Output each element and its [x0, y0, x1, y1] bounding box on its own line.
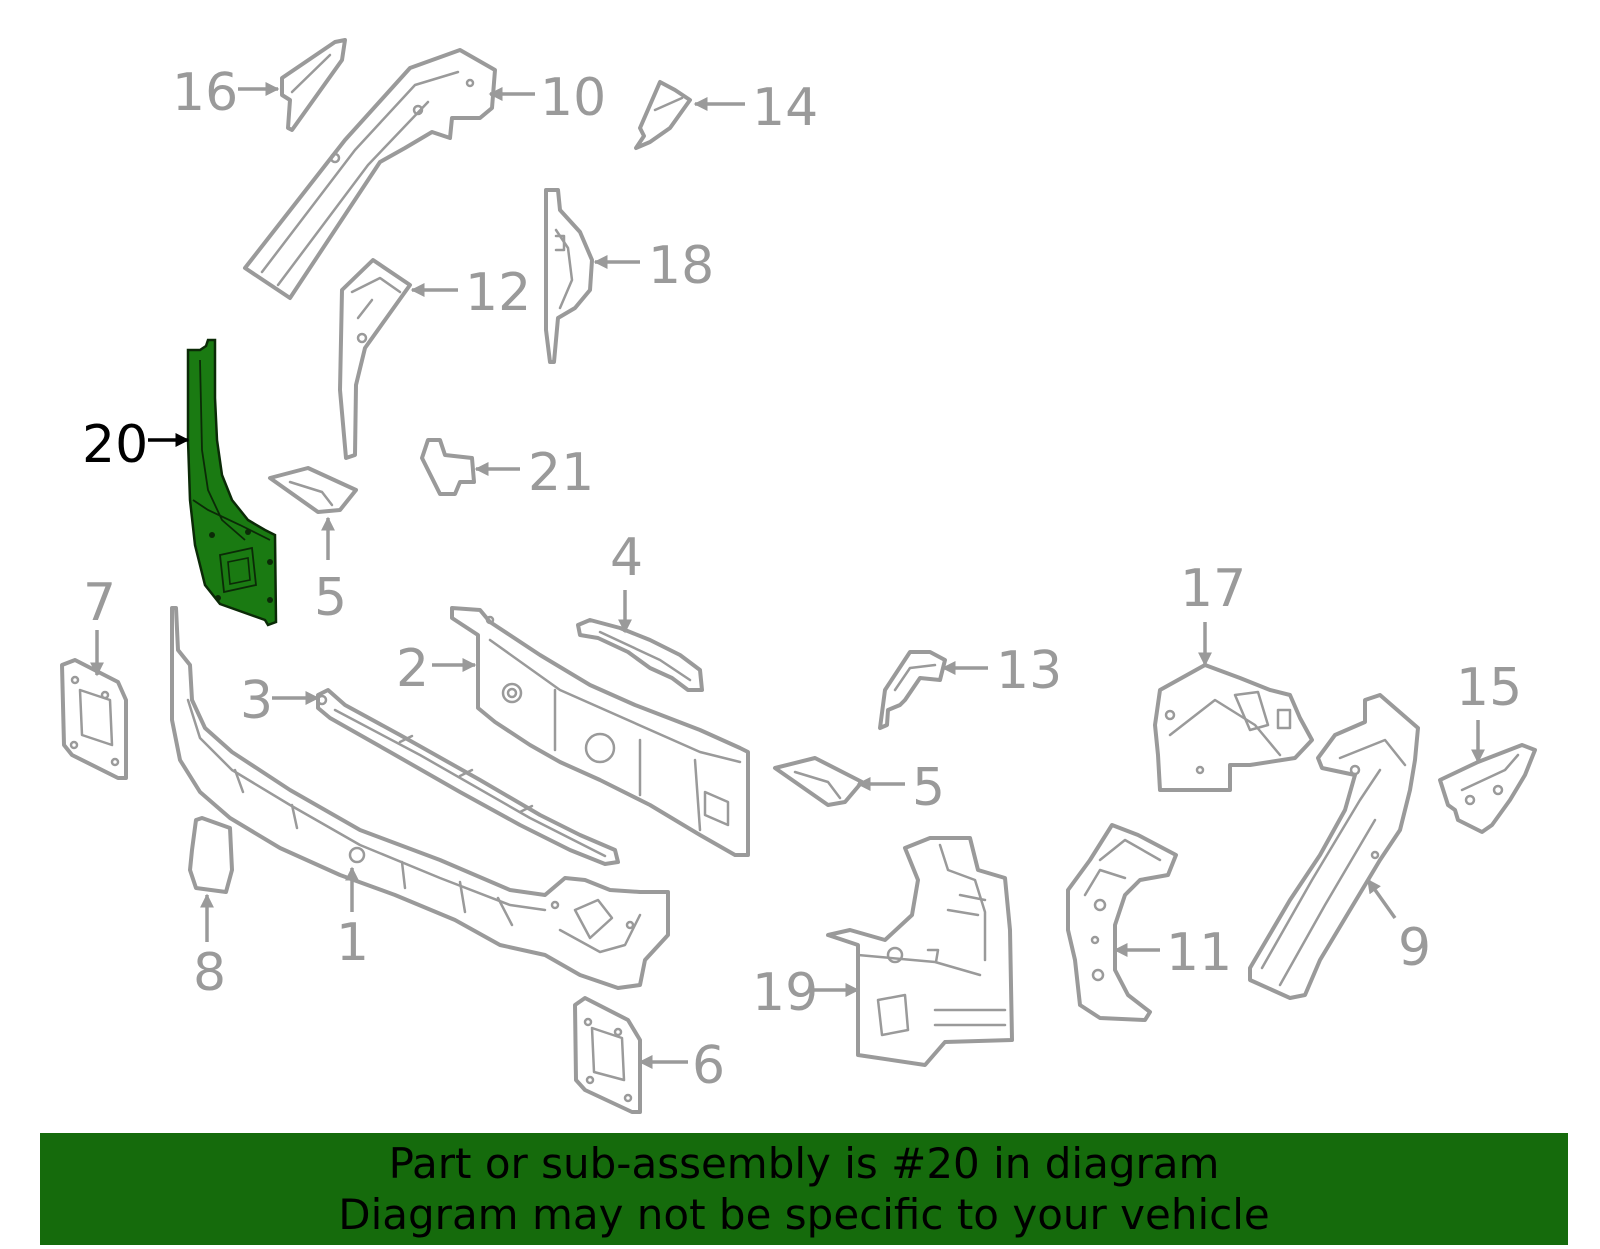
part-12: [338, 258, 412, 460]
part-1: [170, 606, 670, 990]
part-18: [544, 188, 594, 364]
part-14: [634, 80, 692, 150]
callout-9: 9: [1398, 918, 1431, 978]
part-3: [316, 688, 620, 866]
callout-5-upper: 5: [314, 568, 347, 628]
callout-1: 1: [336, 913, 369, 973]
callout-labels: 16 10 14 18 12 20 21 5 4 17 7 2 13 15 3 …: [82, 63, 1522, 1096]
part-11: [1066, 823, 1178, 1022]
callout-5-lower: 5: [912, 758, 945, 818]
part-5-lower: [773, 756, 864, 807]
part-10: [243, 48, 497, 300]
part-21: [420, 438, 476, 496]
callout-4: 4: [610, 528, 643, 588]
callout-12: 12: [465, 263, 531, 323]
callout-arrows: [90, 82, 1485, 1069]
part-17: [1153, 663, 1314, 792]
part-7: [60, 658, 128, 780]
callout-2: 2: [396, 639, 429, 699]
part-2: [450, 606, 750, 857]
part-8: [188, 816, 234, 894]
part-4: [576, 618, 704, 692]
callout-10: 10: [540, 68, 606, 128]
part-13: [878, 650, 947, 730]
part-6: [573, 996, 642, 1114]
callout-21: 21: [528, 443, 594, 503]
banner-line-1: Part or sub-assembly is #20 in diagram: [388, 1139, 1220, 1188]
callout-18: 18: [648, 236, 714, 296]
callout-13: 13: [996, 641, 1062, 701]
callout-20: 20: [82, 415, 148, 475]
callout-8: 8: [193, 943, 226, 1003]
part-5-upper: [268, 466, 358, 514]
callout-15: 15: [1456, 658, 1522, 718]
info-banner: Part or sub-assembly is #20 in diagram D…: [40, 1133, 1568, 1245]
part-19: [826, 836, 1014, 1067]
part-9: [1248, 693, 1420, 1000]
part-20-highlighted: [186, 338, 278, 627]
callout-14: 14: [752, 78, 818, 138]
part-16: [280, 38, 347, 132]
banner-line-2: Diagram may not be specific to your vehi…: [338, 1190, 1270, 1239]
callout-7: 7: [83, 573, 116, 633]
callout-6: 6: [692, 1036, 725, 1096]
callout-11: 11: [1166, 923, 1232, 983]
callout-19: 19: [752, 963, 818, 1023]
callout-3: 3: [240, 671, 273, 731]
part-15: [1438, 743, 1537, 834]
callout-17: 17: [1180, 559, 1246, 619]
callout-16: 16: [172, 63, 238, 123]
